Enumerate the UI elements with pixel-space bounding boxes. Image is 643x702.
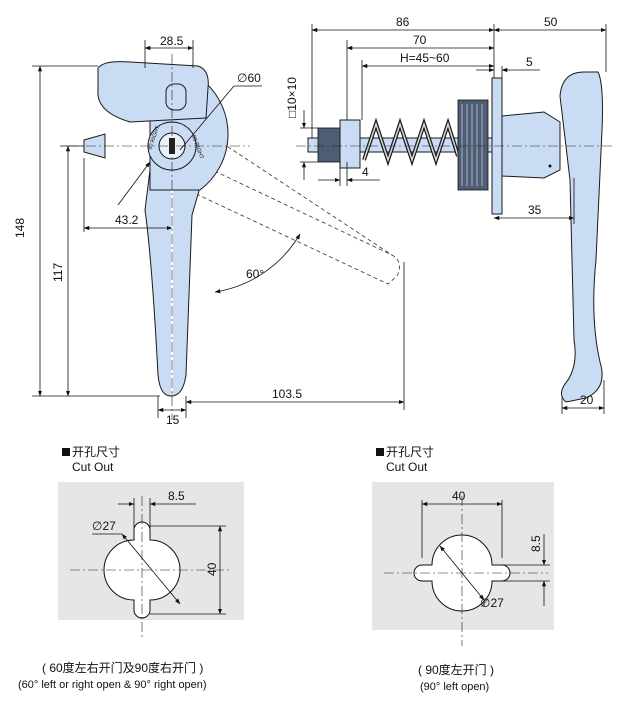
dim-square-10x10: □10×10 bbox=[285, 77, 299, 118]
cutout-right-dim-40: 40 bbox=[452, 489, 466, 503]
dim-15: 15 bbox=[166, 413, 180, 427]
side-view: 86 50 70 H=45~60 5 □10×10 4 35 bbox=[285, 15, 612, 414]
dim-70: 70 bbox=[413, 33, 427, 47]
dim-86: 86 bbox=[396, 15, 410, 29]
dim-50: 50 bbox=[544, 15, 558, 29]
cutout-right-title-cn: 开孔尺寸 bbox=[386, 445, 434, 459]
cutout-right-dim-8-5: 8.5 bbox=[529, 535, 543, 552]
cutout-right-caption-cn: ( 90度左开门 ) bbox=[418, 662, 494, 677]
dim-35: 35 bbox=[528, 203, 542, 217]
cutout-right-caption-en: (90° left open) bbox=[420, 681, 489, 693]
dim-103-5: 103.5 bbox=[272, 387, 302, 401]
cutout-left-caption-cn: ( 60度左右开门及90度右开门 ) bbox=[42, 660, 203, 675]
cutout-left: 开孔尺寸 Cut Out 8.5 ∅27 40 ( 60度左右开门及90度右开门… bbox=[18, 445, 244, 691]
dim-20: 20 bbox=[580, 393, 594, 407]
cutout-left-dim-dia-27: ∅27 bbox=[92, 519, 116, 533]
side-handle-neck bbox=[501, 111, 561, 179]
dim-5: 5 bbox=[526, 55, 533, 69]
cutout-left-title-en: Cut Out bbox=[72, 460, 114, 474]
rotation-centerline bbox=[209, 134, 393, 256]
dim-4: 4 bbox=[362, 165, 369, 179]
retaining-nut bbox=[339, 119, 361, 169]
dim-28-5: 28.5 bbox=[160, 34, 184, 48]
cutout-right: 开孔尺寸 Cut Out 40 8.5 ∅27 ( 90度左开门 ) (90° … bbox=[372, 445, 554, 693]
side-handle-grip bbox=[559, 71, 603, 403]
square-end bbox=[317, 127, 341, 163]
front-top-lever bbox=[97, 61, 209, 123]
threaded-bushing bbox=[457, 99, 489, 191]
dim-117: 117 bbox=[51, 263, 65, 282]
cutout-left-title-cn: 开孔尺寸 bbox=[72, 445, 120, 459]
cutout-right-dim-dia-27: ∅27 bbox=[480, 596, 504, 610]
cutout-right-title-en: Cut Out bbox=[386, 460, 428, 474]
cutout-left-dim-8-5: 8.5 bbox=[168, 489, 185, 503]
cutout-left-dim-40: 40 bbox=[205, 562, 219, 576]
dim-dia-60: ∅60 bbox=[237, 71, 261, 85]
rotated-handle-outline bbox=[157, 149, 400, 285]
lever-slot bbox=[165, 83, 187, 111]
dim-angle-60: 60° bbox=[246, 267, 264, 281]
dim-h-range: H=45~60 bbox=[400, 51, 450, 65]
dim-148: 148 bbox=[13, 218, 27, 238]
cutout-left-caption-en: (60° left or right open & 90° right open… bbox=[18, 679, 207, 691]
front-handle-body bbox=[144, 169, 206, 397]
dim-43-2: 43.2 bbox=[115, 213, 139, 227]
front-view: 60 RIGHT 90 RIGHT 28.5 ∅60 43.2 148 117 … bbox=[13, 34, 405, 427]
